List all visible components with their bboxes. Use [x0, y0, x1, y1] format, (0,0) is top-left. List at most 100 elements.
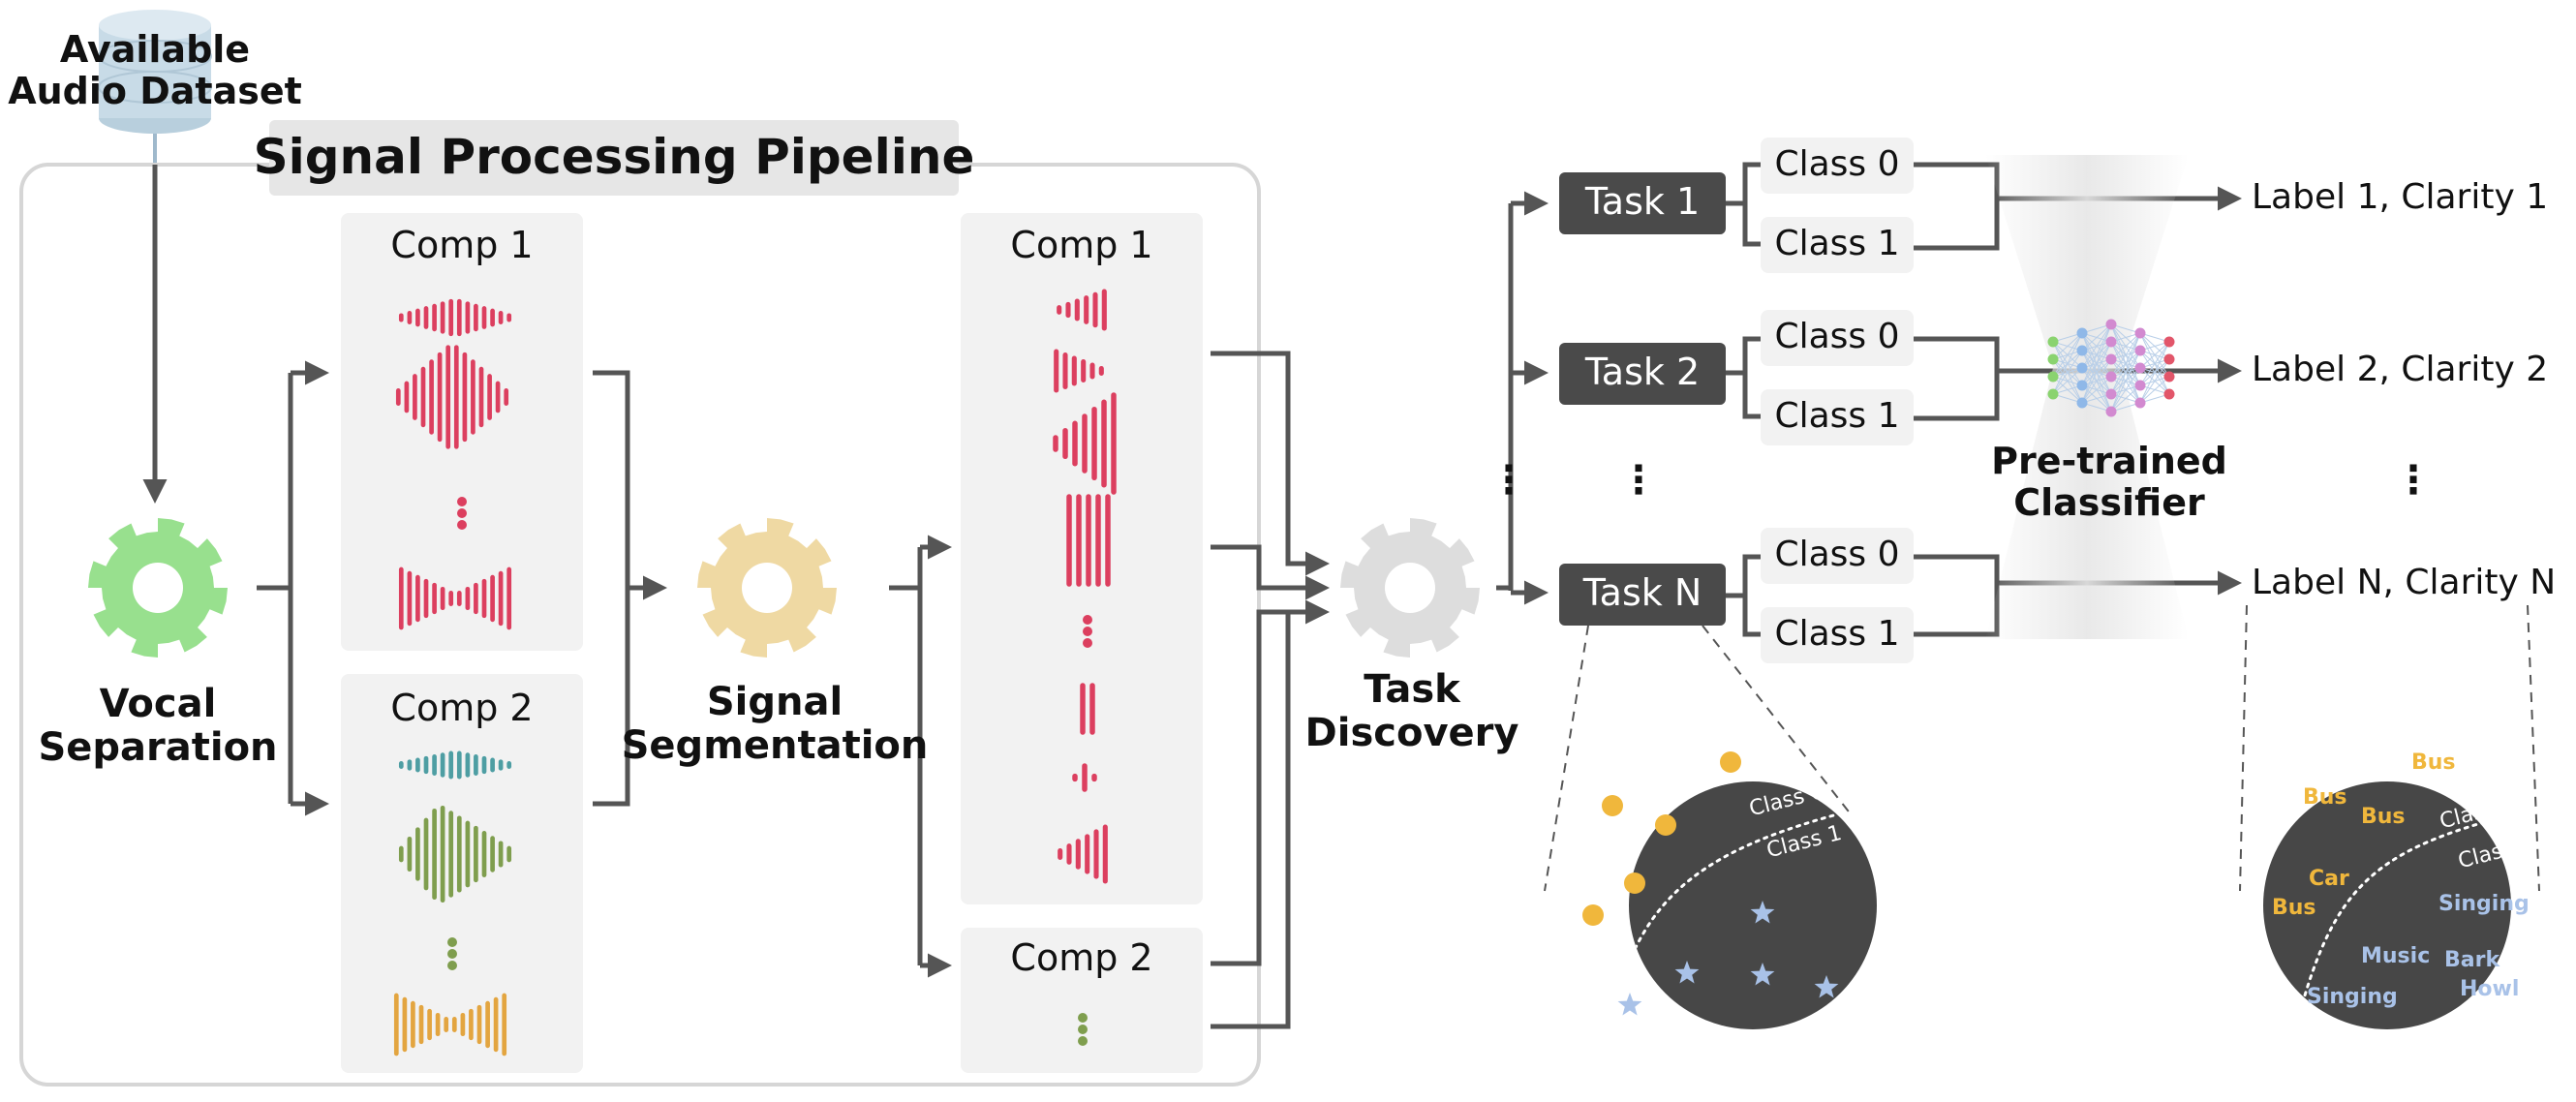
nn-node [2163, 388, 2175, 400]
nn-node [2105, 336, 2117, 348]
nn-edge [2110, 367, 2141, 413]
waveform-icon [1072, 763, 1097, 792]
task-1-class1: Class 1 [1774, 224, 1900, 263]
nn-node [2105, 406, 2117, 417]
gear-icon [88, 518, 228, 658]
seg-comp2-panel [961, 928, 1203, 1073]
ellipsis-dot [457, 520, 467, 530]
ellipsis-dot [1083, 627, 1092, 636]
nn-node [2105, 388, 2117, 400]
task-2-class0: Class 0 [1774, 317, 1900, 356]
nn-edge [2081, 376, 2112, 404]
task-1-class1-box [1761, 217, 1914, 273]
nn-edge [2110, 350, 2141, 413]
sep-comp1-panel [341, 213, 583, 651]
gear-icon [1340, 518, 1480, 658]
nn-edge [2139, 341, 2170, 369]
waveform-icon [1053, 392, 1117, 495]
task-2-class0-box [1761, 310, 1914, 366]
gear-hole [1385, 563, 1435, 613]
nn-node [2047, 353, 2059, 365]
task-2-box [1559, 343, 1726, 405]
seg-comp1-title: Comp 1 [1010, 224, 1153, 266]
nn-edge [2139, 376, 2170, 404]
scatter-word: Bus [2272, 896, 2316, 920]
neural-network-icon [2047, 319, 2175, 417]
waveform-icon [1066, 494, 1111, 587]
task-2-output: Label 2, Clarity 2 [2252, 350, 2549, 389]
task-1-output: Label 1, Clarity 1 [2252, 177, 2549, 217]
nn-node [2134, 362, 2146, 374]
waveform-icon [398, 805, 512, 903]
nn-node [2047, 336, 2059, 348]
class0-point [1582, 904, 1604, 926]
output-ellipsis: ⋮ [2394, 458, 2433, 503]
classifier-funnel [1985, 155, 2189, 639]
nn-node [2076, 362, 2088, 374]
task-2-class1: Class 1 [1774, 396, 1900, 436]
waveform-icon [398, 298, 512, 337]
task-n-class1: Class 1 [1774, 614, 1900, 654]
nn-edge [2081, 323, 2112, 369]
nn-edge [2081, 323, 2112, 352]
nn-edge [2110, 384, 2141, 413]
classifier-label: Pre-trained Classifier [1991, 440, 2227, 524]
nn-node [2076, 327, 2088, 339]
scatter-word: Bark [2444, 948, 2500, 972]
nn-node [2076, 380, 2088, 391]
nn-edge [2052, 332, 2083, 395]
gear-icon [697, 518, 837, 658]
star-icon [1674, 961, 1700, 984]
gear-hole [742, 563, 792, 613]
nn-edge [2081, 323, 2112, 404]
scatter-word: Bus [2303, 785, 2347, 810]
ellipsis-dot [447, 937, 457, 947]
nn-node [2134, 397, 2146, 409]
task-2-label: Task 2 [1584, 351, 1701, 393]
task-n-output: Label N, Clarity N [2252, 563, 2557, 602]
task-discovery-label: Task Discovery [1304, 667, 1519, 755]
nn-edge [2139, 341, 2170, 386]
waveform-icon [1058, 824, 1108, 884]
star-icon [1750, 901, 1775, 924]
task-1-class0-box [1761, 138, 1914, 194]
star-icon [1814, 975, 1839, 998]
database-icon [98, 10, 212, 134]
nn-node [2134, 327, 2146, 339]
scatter-word: Singing [2307, 985, 2398, 1009]
seg-comp1-panel [961, 213, 1203, 904]
class0-point [1655, 814, 1676, 836]
task-n-class1-box [1761, 607, 1914, 663]
nn-node [2163, 371, 2175, 383]
ellipsis-dot [1083, 615, 1092, 625]
waveform-icon [393, 993, 507, 1056]
task-1-label: Task 1 [1584, 180, 1701, 223]
nn-node [2134, 380, 2146, 391]
nn-edge [2081, 358, 2112, 404]
scatter-word: Howl [2460, 977, 2520, 1001]
sep-comp2-panel [341, 674, 583, 1073]
task-n-class0-box [1761, 528, 1914, 584]
waveform-icon [1057, 289, 1107, 331]
ellipsis-dot [1078, 1025, 1088, 1034]
ellipsis-dot [1078, 1036, 1088, 1046]
sep-comp2-title: Comp 2 [390, 687, 534, 729]
nn-node [2163, 353, 2175, 365]
task-n-box [1559, 564, 1726, 626]
nn-node [2076, 345, 2088, 356]
ellipsis-dot [1078, 1013, 1088, 1023]
nn-edge [2139, 358, 2170, 404]
task-n-class0: Class 0 [1774, 535, 1900, 574]
waveform-icon [398, 750, 512, 780]
task-2-class1-box [1761, 389, 1914, 445]
scatter-word: Music [2361, 944, 2431, 968]
task-1-box [1559, 172, 1726, 234]
decision-boundary-left [1629, 807, 1861, 1029]
ellipsis-dot [1083, 638, 1092, 648]
nn-node [2163, 336, 2175, 348]
nn-node [2076, 397, 2088, 409]
nn-node [2134, 345, 2146, 356]
waveform-icon [1080, 683, 1095, 735]
